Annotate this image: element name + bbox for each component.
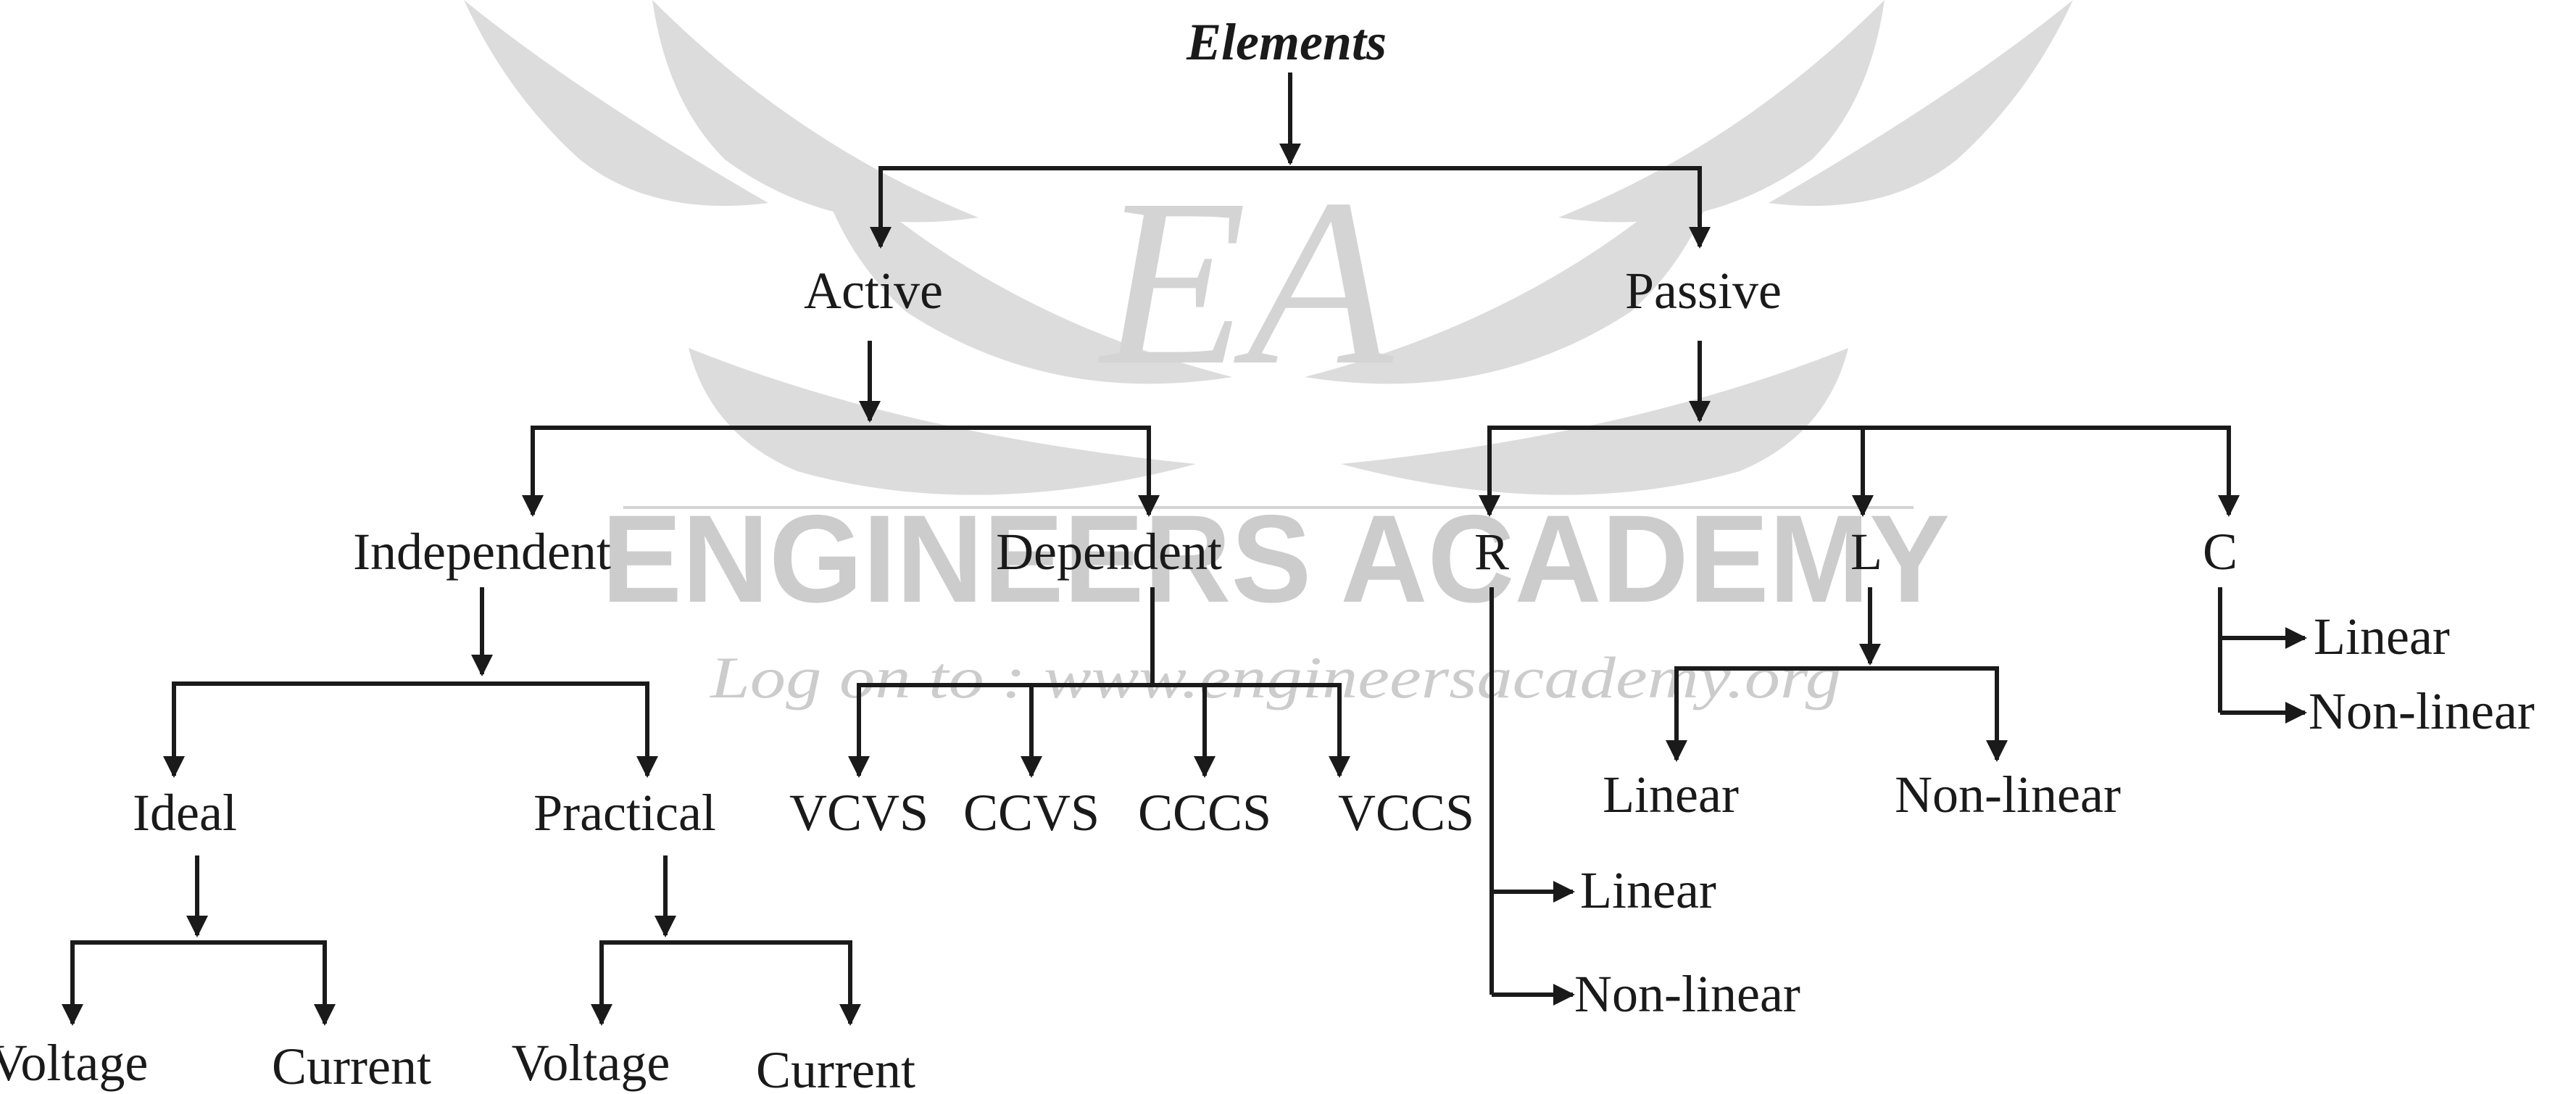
node-ccvs: CCVS — [963, 784, 1100, 842]
node-r-linear: Linear — [1580, 861, 1716, 919]
node-independent: Independent — [353, 523, 611, 581]
node-practical-current: Current — [756, 1041, 915, 1094]
node-vcvs: VCVS — [789, 784, 928, 842]
node-r: R — [1474, 523, 1509, 581]
node-ideal-voltage: Voltage — [0, 1034, 148, 1092]
node-dependent: Dependent — [996, 523, 1222, 581]
node-practical-voltage: Voltage — [512, 1034, 670, 1092]
independent-branch-bar — [172, 681, 649, 776]
node-c-nonlinear: Non-linear — [2309, 682, 2535, 740]
watermark-logo: EA — [1097, 150, 1396, 415]
node-ideal-current: Current — [272, 1037, 431, 1094]
node-ideal: Ideal — [133, 784, 237, 842]
node-vccs: VCCS — [1338, 784, 1474, 842]
node-passive: Passive — [1625, 262, 1782, 320]
node-l-linear: Linear — [1603, 766, 1739, 824]
practical-branch-bar — [599, 940, 852, 1024]
node-elements: Elements — [1186, 13, 1387, 71]
connectors — [62, 72, 2307, 1026]
node-cccs: CCCS — [1138, 784, 1271, 842]
node-labels: Elements Active Passive Independent Depe… — [0, 13, 2535, 1094]
node-l: L — [1850, 523, 1882, 581]
watermark-emblem — [464, 0, 2073, 495]
node-practical: Practical — [533, 784, 716, 842]
node-r-nonlinear: Non-linear — [1574, 965, 1800, 1023]
watermark-brand: ENGINEERS ACADEMY — [602, 489, 1950, 629]
node-c-linear: Linear — [2314, 608, 2450, 666]
node-active: Active — [804, 262, 943, 320]
node-c: C — [2203, 523, 2238, 581]
watermark-url: Log on to : www.engineersacademy.org — [710, 645, 1841, 710]
watermark: EA ENGINEERS ACADEMY Log on to : www.eng… — [464, 0, 2073, 710]
node-l-nonlinear: Non-linear — [1895, 766, 2121, 824]
ideal-branch-bar — [70, 940, 327, 1024]
